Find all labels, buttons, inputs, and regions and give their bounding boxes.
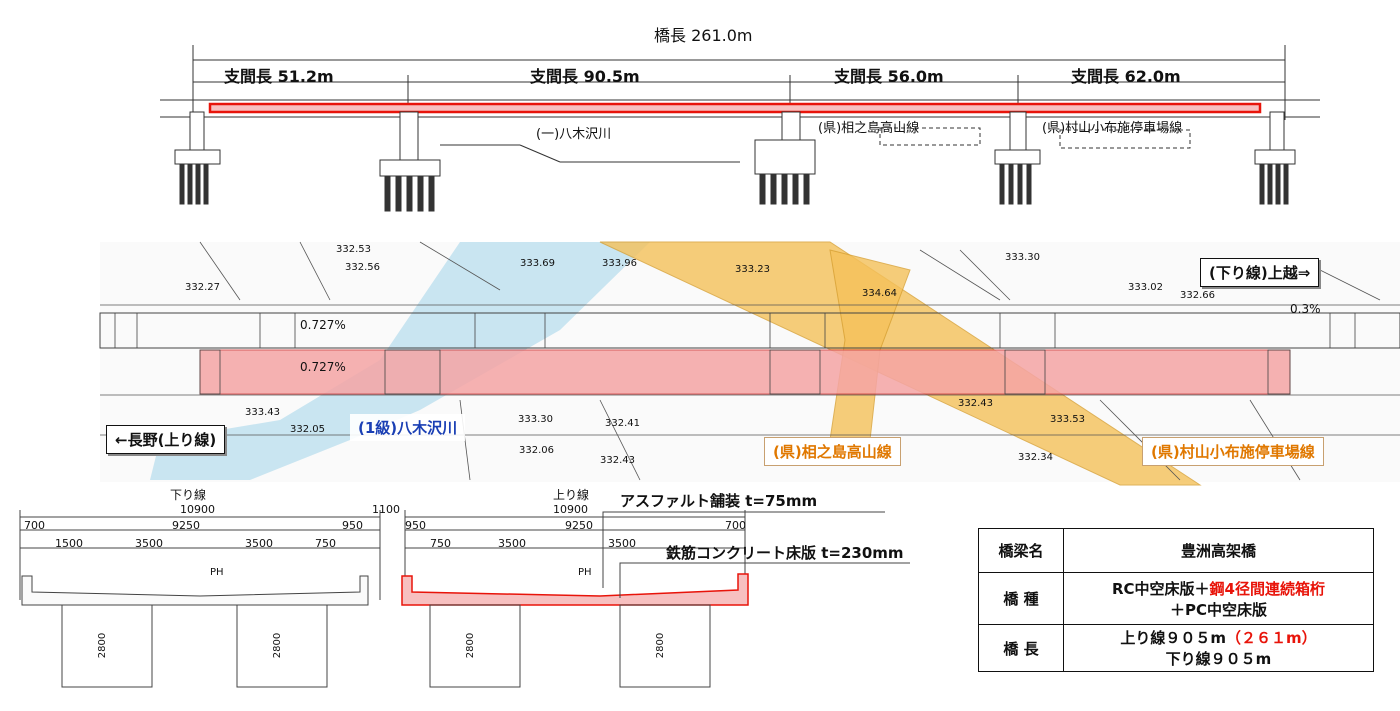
elevation: 332.05	[290, 424, 325, 435]
slab-label: 鉄筋コンクリート床版 t=230mm	[666, 544, 904, 562]
elevation: 333.23	[735, 264, 770, 275]
length-up: 上り線９０５m	[1120, 629, 1226, 647]
span-label-1: 支間長 51.2m	[224, 67, 334, 86]
plan-map	[99, 241, 1400, 486]
plan-road1-label: (県)相之島高山線	[764, 437, 901, 466]
dim: 750	[315, 537, 336, 550]
elevation: 332.06	[519, 445, 554, 456]
type-label: 橋 種	[978, 572, 1064, 625]
span-label-4: 支間長 62.0m	[1071, 67, 1181, 86]
bridge-length-label: 橋長 261.0m	[654, 26, 753, 45]
pier-p32	[994, 111, 1041, 205]
ph-right: PH	[578, 567, 592, 578]
type-prefix: RC中空床版＋	[1111, 579, 1210, 598]
elevation: 333.53	[1050, 414, 1085, 425]
plan-river-label: (1級)八木沢川	[350, 414, 466, 441]
pier-height: 2800	[465, 632, 477, 659]
profile-road1-label: (県)相之島高山線	[818, 121, 920, 136]
elevation: 332.34	[1018, 452, 1053, 463]
dim: 950	[342, 519, 363, 532]
length-down: 下り線９０５m	[1165, 650, 1272, 668]
dim: 700	[725, 519, 746, 532]
plan-road2-label: (県)村山小布施停車場線	[1142, 437, 1324, 466]
dim: 700	[24, 519, 45, 532]
cross-section	[19, 510, 910, 688]
dim: 1500	[55, 537, 83, 550]
direction-joetsu: (下り線)上越⇒	[1200, 258, 1320, 287]
elevation: 332.43	[600, 455, 635, 466]
dim: 3500	[498, 537, 526, 550]
dim: 750	[430, 537, 451, 550]
type-red: 鋼4径間連続箱桁	[1209, 579, 1325, 598]
profile-road2-label: (県)村山小布施停車場線	[1042, 121, 1183, 136]
gap-width: 1100	[372, 503, 400, 516]
name-value: 豊洲高架橋	[1063, 528, 1374, 573]
dim: 3500	[135, 537, 163, 550]
elevation: 333.96	[602, 258, 637, 269]
dim: 950	[405, 519, 426, 532]
pier-p31	[754, 111, 816, 205]
slope-label-1: 0.727%	[300, 318, 346, 332]
width-total-left: 10900	[180, 503, 215, 516]
width-total-right: 10900	[553, 503, 588, 516]
span-label-2: 支間長 90.5m	[530, 67, 640, 86]
elevation: 332.43	[958, 398, 993, 409]
elevation: 333.30	[518, 414, 553, 425]
pier-height: 2800	[272, 632, 284, 659]
bridge-profile	[160, 45, 1320, 163]
dim: 3500	[608, 537, 636, 550]
elevation: 333.69	[520, 258, 555, 269]
down-line-label: 下り線	[170, 488, 207, 502]
dim: 3500	[245, 537, 273, 550]
elevation: 333.02	[1128, 282, 1163, 293]
pier-p29	[174, 111, 221, 205]
piers	[174, 111, 1296, 212]
slope-label-2: 0.727%	[300, 360, 346, 374]
dim: 9250	[172, 519, 200, 532]
length-up-red: （２６１m）	[1226, 629, 1317, 647]
elevation: 332.66	[1180, 290, 1215, 301]
ph-left: PH	[210, 567, 224, 578]
pier-p33	[1254, 111, 1296, 205]
elevation: 333.30	[1005, 252, 1040, 263]
profile-river-label: (一)八木沢川	[536, 127, 612, 142]
elevation: 332.53	[336, 244, 371, 255]
elevation: 332.41	[605, 418, 640, 429]
dim: 9250	[565, 519, 593, 532]
type-value: RC中空床版＋鋼4径間連続箱桁 ＋PC中空床版	[1063, 572, 1374, 625]
elevation: 333.43	[245, 407, 280, 418]
direction-nagano: ←長野(上り線)	[106, 425, 226, 454]
pier-p30	[379, 111, 441, 212]
slope-label-3: 0.3%	[1290, 302, 1321, 316]
elevation: 332.56	[345, 262, 380, 273]
type-suffix: ＋PC中空床版	[1169, 600, 1267, 619]
up-line-deck-highlight	[401, 573, 749, 606]
name-label: 橋梁名	[978, 528, 1064, 573]
bridge-info-table: 橋梁名 豊洲高架橋 橋 種 RC中空床版＋鋼4径間連続箱桁 ＋PC中空床版 橋 …	[978, 528, 1374, 672]
pier-height: 2800	[655, 632, 667, 659]
asphalt-label: アスファルト舗装 t=75mm	[620, 492, 818, 510]
pier-height: 2800	[97, 632, 109, 659]
up-line-highlight	[199, 349, 1291, 395]
elevation: 334.64	[862, 288, 897, 299]
steel-girder-highlight	[208, 102, 1262, 114]
length-label: 橋 長	[978, 624, 1064, 672]
elevation: 332.27	[185, 282, 220, 293]
up-line-label: 上り線	[553, 488, 590, 502]
span-label-3: 支間長 56.0m	[834, 67, 944, 86]
length-value: 上り線９０５m（２６１m） 下り線９０５m	[1063, 624, 1374, 672]
